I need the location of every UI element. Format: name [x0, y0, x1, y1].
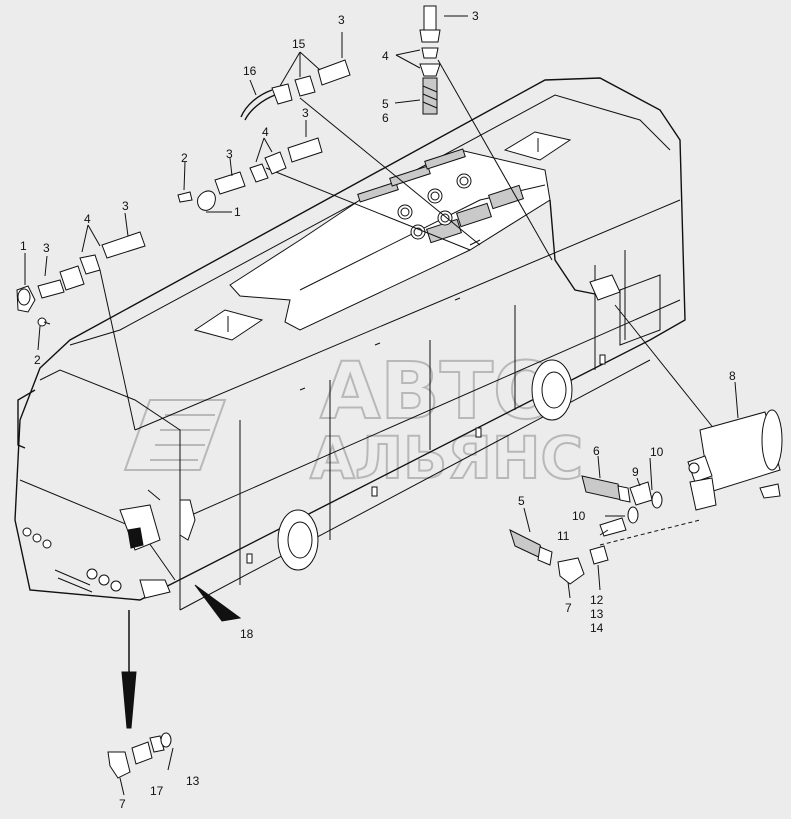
watermark: АВТО АЛЬЯНС	[123, 346, 584, 493]
roof-connector	[589, 274, 621, 301]
callout-leaders	[24, 15, 739, 796]
bus-illustration	[14, 77, 686, 611]
leader-lines	[99, 59, 716, 725]
callout-7: 7	[565, 601, 572, 615]
watermark-line1: АВТО	[320, 347, 559, 437]
callout-3: 3	[472, 9, 479, 23]
callout-3: 3	[122, 199, 129, 213]
callout-11: 11	[557, 529, 570, 543]
callout-16: 16	[243, 64, 257, 78]
callout-13: 13	[186, 774, 200, 788]
parts-cluster-bottom-left	[107, 732, 172, 779]
parts-cluster-top-right	[419, 5, 441, 115]
callout-2: 2	[181, 151, 188, 165]
callout-4: 4	[84, 212, 91, 226]
callout-15: 15	[292, 37, 306, 51]
callout-4: 4	[382, 49, 389, 63]
callout-6: 6	[593, 444, 600, 458]
parts-cluster-left	[16, 231, 146, 327]
callout-18: 18	[240, 627, 254, 641]
wheels	[277, 359, 573, 571]
callout-6: 6	[382, 111, 389, 125]
callout-9: 9	[632, 465, 639, 479]
arrow-18	[194, 584, 242, 622]
roof-hose	[549, 199, 601, 296]
arrow-down	[121, 671, 137, 729]
watermark-line2: АЛЬЯНС	[310, 424, 583, 492]
callout-10: 10	[572, 509, 586, 523]
callout-1: 1	[234, 205, 241, 219]
watermark-logo	[123, 399, 227, 471]
callout-7: 7	[119, 797, 126, 811]
callout-2: 2	[34, 353, 41, 367]
callout-8: 8	[729, 369, 736, 383]
parts-cluster-bottom-right	[509, 409, 783, 585]
callout-3: 3	[338, 13, 345, 27]
callout-17: 17	[150, 784, 164, 798]
callout-labels: 1 1 2 2 3 3 3 3 3 3 4 4 4 5 6 5 6 7 7 8 …	[20, 9, 736, 811]
callout-14: 14	[590, 621, 604, 635]
parts-cluster-middle	[177, 137, 323, 211]
callout-3: 3	[226, 147, 233, 161]
callout-5: 5	[382, 97, 389, 111]
parts-cluster-top	[240, 59, 351, 121]
front-heater-unit	[119, 489, 161, 551]
callout-13: 13	[590, 607, 604, 621]
callout-1: 1	[20, 239, 27, 253]
callout-3: 3	[43, 241, 50, 255]
callout-3: 3	[302, 106, 309, 120]
callout-10: 10	[650, 445, 664, 459]
callout-12: 12	[590, 593, 604, 607]
callout-5: 5	[518, 494, 525, 508]
callout-4: 4	[262, 125, 269, 139]
